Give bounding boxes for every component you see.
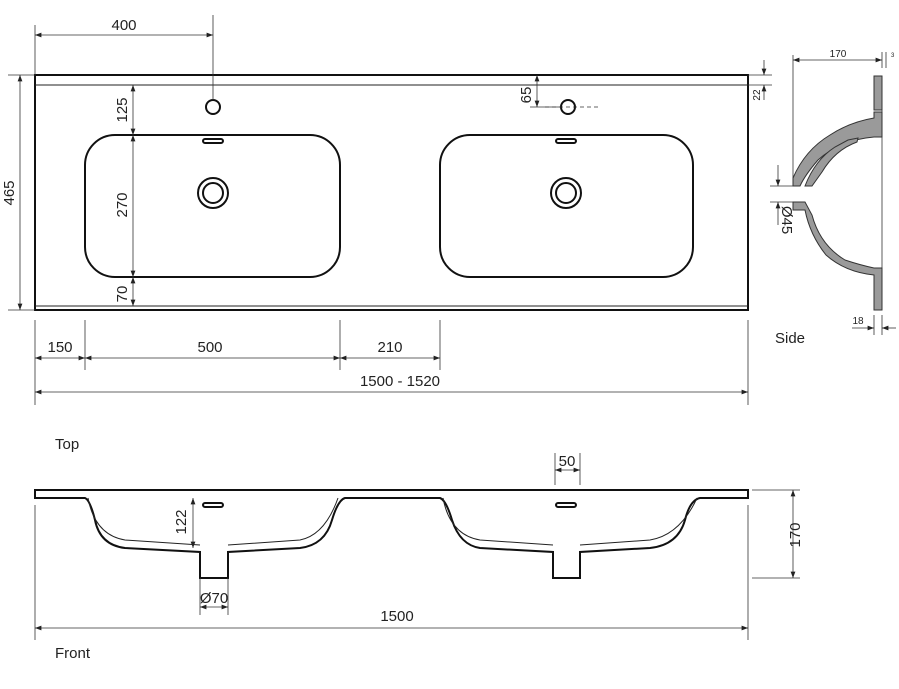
right-overflow — [555, 138, 577, 144]
dim-122: 122 — [173, 509, 190, 534]
dim-210: 210 — [377, 339, 402, 356]
right-drain-icon — [550, 177, 582, 209]
dim-50: 50 — [559, 453, 576, 470]
dim-side-18: 18 — [852, 316, 864, 327]
dim-400: 400 — [111, 17, 136, 34]
front-view: 50 122 Ø70 170 1500 Front — [34, 453, 804, 662]
left-basin — [84, 134, 341, 278]
dim-500: 500 — [197, 339, 222, 356]
dim-22: 22 — [752, 89, 763, 101]
dim-270: 270 — [114, 192, 131, 217]
dim-70: 70 — [114, 286, 131, 303]
left-tap-hole — [205, 99, 221, 115]
right-basin — [439, 134, 694, 278]
side-view: 170 3 Ø45 18 Side — [770, 49, 896, 347]
dim-total-length: 1500 - 1520 — [360, 373, 440, 390]
dim-125: 125 — [114, 97, 131, 122]
dim-1500: 1500 — [380, 608, 413, 625]
left-overflow — [202, 138, 224, 144]
dim-side-drain: Ø45 — [778, 206, 795, 234]
label-side: Side — [775, 330, 805, 347]
dim-465: 465 — [1, 180, 18, 205]
label-top: Top — [55, 436, 79, 453]
countertop-outline — [34, 74, 749, 311]
dim-170: 170 — [787, 522, 804, 547]
front-profile — [34, 489, 749, 579]
label-front: Front — [55, 645, 91, 662]
dim-drain-70: Ø70 — [200, 590, 228, 607]
dim-side-170: 170 — [830, 49, 847, 60]
dim-65: 65 — [518, 87, 535, 104]
dim-side-3: 3 — [891, 53, 895, 59]
dim-150: 150 — [47, 339, 72, 356]
top-view: 400 465 125 270 70 65 22 150 500 210 150… — [1, 15, 772, 453]
left-drain-icon — [197, 177, 229, 209]
